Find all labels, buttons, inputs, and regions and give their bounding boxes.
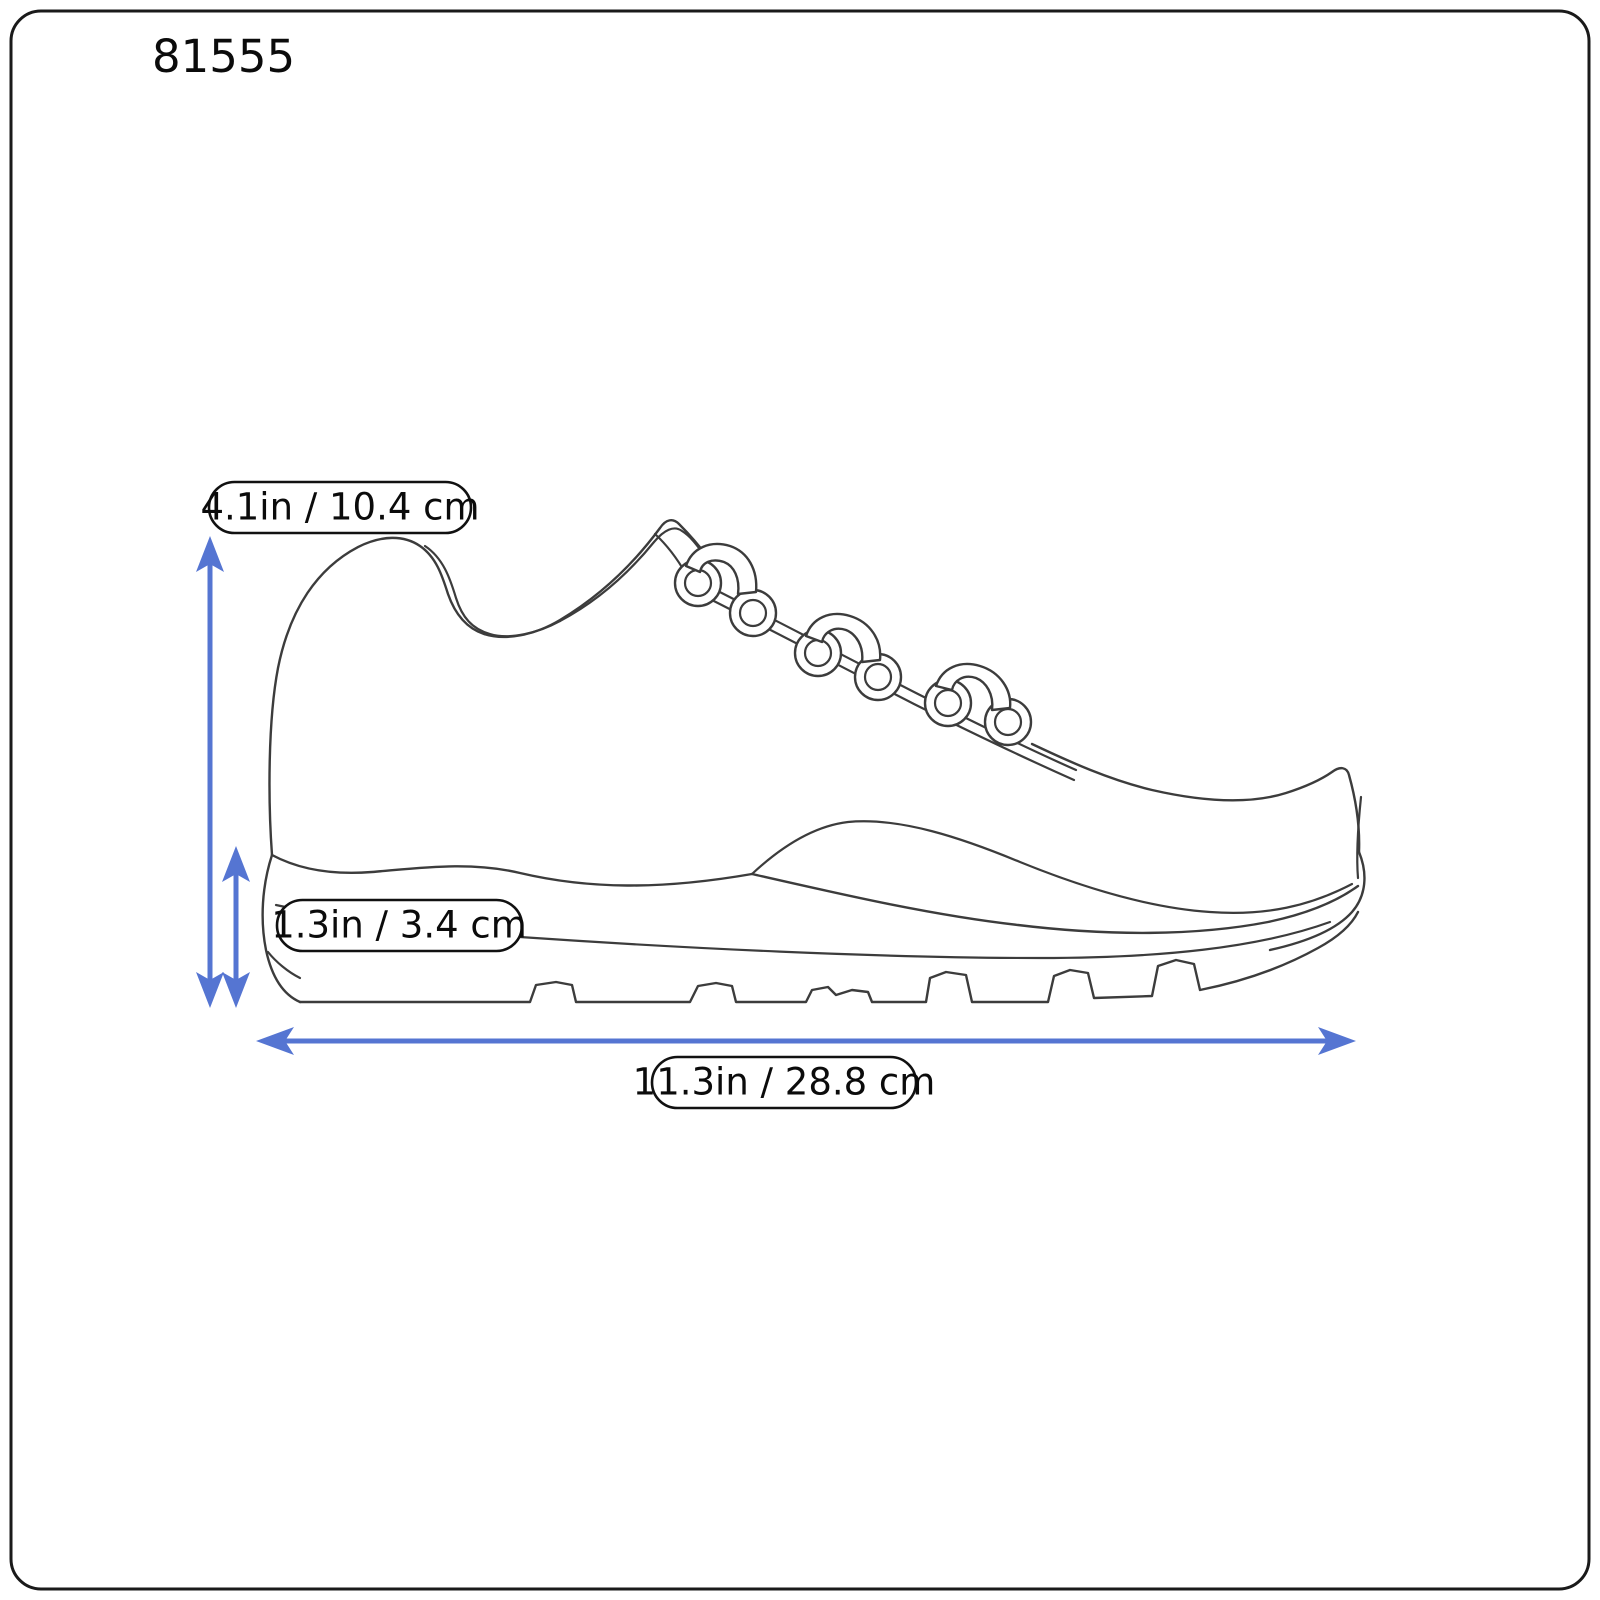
overall-length-arrowhead-right: [1318, 1027, 1356, 1055]
eyelet-4-inner: [863, 662, 893, 692]
overall-length-label: 11.3in / 28.8 cm: [633, 1055, 936, 1110]
overall-length-arrowhead-left: [256, 1027, 294, 1055]
shoe-upper-outline: [268, 519, 712, 857]
heel-bottom-line: [266, 950, 302, 980]
sole-height-label-text: 1.3in / 3.4 cm: [271, 904, 527, 947]
toe-cap-seam: [1356, 795, 1363, 880]
vamp-outline: [1030, 742, 1361, 854]
midsole-top-line: [750, 872, 1360, 935]
toe-tip-outline: [1268, 850, 1366, 952]
page-title: 81555: [152, 30, 295, 83]
shoe-illustration: [261, 519, 1366, 1004]
overall-height-label: 4.1in / 10.4 cm: [200, 480, 480, 535]
overall-height-label-text: 4.1in / 10.4 cm: [200, 486, 479, 529]
frame-border: [9, 9, 1591, 1591]
collar-seam-line: [558, 527, 704, 623]
overall-height-label-box: [207, 480, 473, 535]
sole-height-arrowhead-top: [222, 846, 250, 882]
sole-height-label-box: [275, 898, 524, 953]
sole-height-label: 1.3in / 3.4 cm: [271, 898, 527, 953]
overall-height-arrowhead-bottom: [196, 972, 224, 1008]
heel-collar-inner-line: [423, 544, 562, 638]
lace-loop-2: [804, 612, 882, 664]
overall-height-arrowhead-top: [196, 536, 224, 572]
upper-to-midsole-line: [270, 853, 754, 887]
upper-saddle-line: [750, 820, 1354, 914]
midsole-lower-line: [261, 853, 302, 1004]
dimension-sole-height: [222, 846, 250, 1008]
eyelet-2-inner: [738, 598, 768, 628]
lace-loop-3: [934, 662, 1012, 712]
outsole-tread-outline: [298, 910, 1360, 1004]
dimension-overall-height: [196, 536, 224, 1008]
eyelet-2: [728, 588, 778, 638]
overall-length-label-text: 11.3in / 28.8 cm: [633, 1061, 936, 1104]
sole-height-arrowhead-bottom: [222, 972, 250, 1008]
overall-length-label-box: [650, 1055, 918, 1110]
dimension-overall-length: [256, 1027, 1356, 1055]
lace-loop-1: [684, 542, 758, 596]
lace-system: [673, 542, 1033, 747]
